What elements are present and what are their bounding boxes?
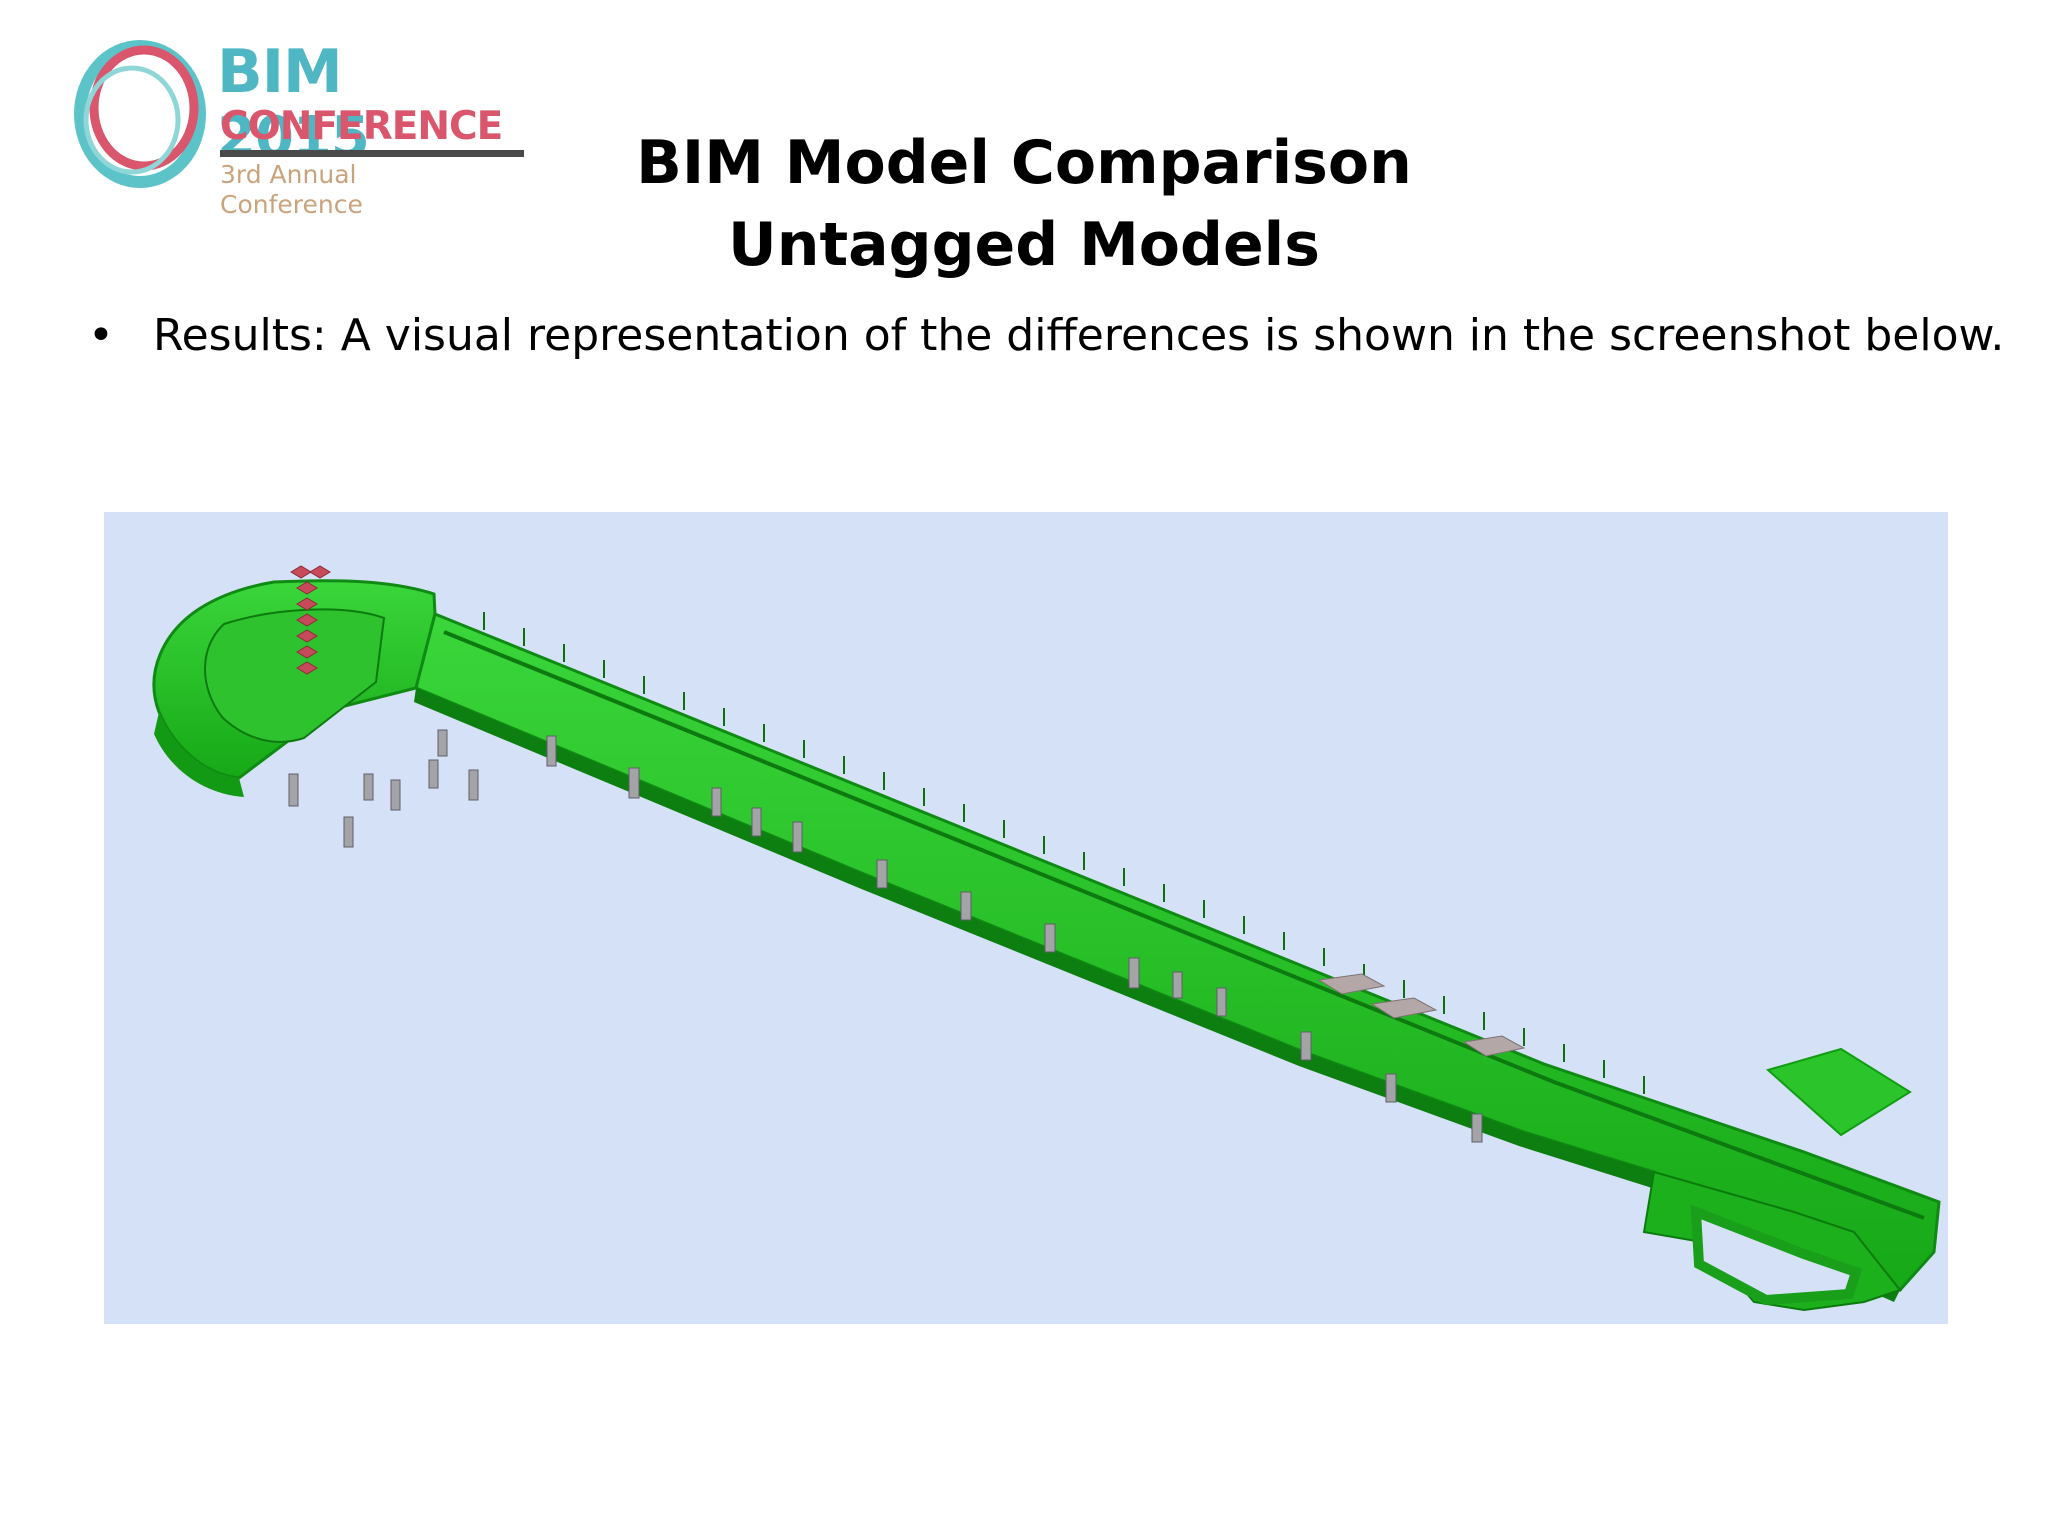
logo-conference: CONFERENCE: [220, 104, 503, 149]
corridor-ridge: [443, 630, 1925, 1220]
bullet-icon: •: [88, 310, 114, 361]
end-wing-open-frame: [1690, 1204, 1863, 1306]
curved-wing-wall: [154, 712, 244, 797]
conference-logo: BIM 2015 CONFERENCE 3rd Annual Conferenc…: [72, 34, 524, 219]
bullet-text: Results: A visual representation of the …: [153, 310, 2005, 361]
curved-wing-inner: [204, 608, 386, 743]
logo-title: BIM 2015: [217, 40, 472, 170]
gray-columns: [288, 729, 1483, 1143]
slide-title-line1: BIM Model Comparison: [636, 128, 1412, 198]
gray-difference-slabs: [1317, 973, 1526, 1057]
logo-bim-word: BIM: [217, 37, 343, 107]
logo-year: 2015: [217, 105, 370, 170]
logo-ring-icon: [74, 40, 206, 188]
logo-subtitle: 3rd Annual Conference: [220, 160, 363, 219]
slide-title-line2: Untagged Models: [728, 210, 1320, 280]
bim-model-render: [152, 565, 1941, 1312]
red-difference-markers: [290, 565, 331, 675]
logo-divider: [220, 150, 524, 157]
slide-title: BIM Model Comparison Untagged Models: [0, 122, 2048, 286]
model-comparison-screenshot: [104, 512, 1948, 1324]
corridor-shadow: [414, 688, 1900, 1302]
corridor-wall-fins: [483, 612, 1645, 1094]
floating-plate: [1765, 1047, 1912, 1137]
